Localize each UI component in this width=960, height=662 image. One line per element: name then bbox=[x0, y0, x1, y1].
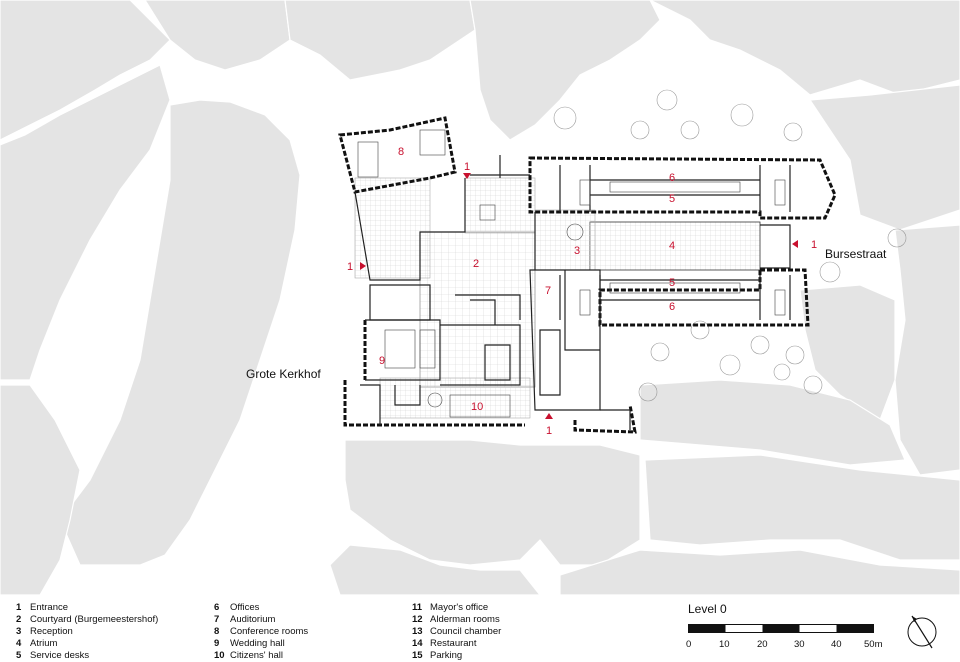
scale-tick-label: 40 bbox=[831, 639, 842, 650]
room-label-5: 5 bbox=[669, 277, 675, 289]
room-label-9: 9 bbox=[379, 355, 385, 367]
room-label-1: 1 bbox=[546, 425, 552, 437]
interior-walls bbox=[354, 155, 791, 430]
room-label-2: 2 bbox=[473, 258, 479, 270]
room-label-5: 5 bbox=[669, 193, 675, 205]
scale-bar bbox=[688, 624, 874, 633]
room-label-1: 1 bbox=[347, 261, 353, 273]
scale-tick-label: 20 bbox=[757, 639, 768, 650]
entrance-arrow-icon bbox=[792, 240, 798, 248]
level-indicator: Level 0 bbox=[688, 600, 727, 618]
north-arrow-icon bbox=[907, 615, 937, 649]
scale-tick-label: 30 bbox=[794, 639, 805, 650]
room-label-8: 8 bbox=[398, 146, 404, 158]
room-label-6: 6 bbox=[669, 172, 675, 184]
room-label-1: 1 bbox=[464, 161, 470, 173]
trees bbox=[553, 89, 907, 402]
entrance-arrow-icon bbox=[463, 173, 471, 179]
scale-tick-label: 50m bbox=[864, 639, 883, 650]
entrance-arrow-icon bbox=[360, 262, 366, 270]
street-label-grote-kerkhof: Grote Kerkhof bbox=[246, 367, 321, 381]
level-title: Level 0 bbox=[688, 602, 727, 616]
room-label-10: 10 bbox=[471, 401, 483, 413]
entrance-arrow-icon bbox=[545, 413, 553, 419]
room-label-7: 7 bbox=[545, 285, 551, 297]
scale-tick-label: 0 bbox=[686, 639, 692, 650]
street-label-bursestraat: Bursestraat bbox=[825, 247, 887, 261]
room-label-4: 4 bbox=[669, 240, 675, 252]
scale-tick-label: 10 bbox=[719, 639, 730, 650]
room-label-3: 3 bbox=[574, 245, 580, 257]
room-label-1: 1 bbox=[811, 239, 817, 251]
surrounding-buildings bbox=[0, 0, 960, 595]
floor-plan: 8 1 6 5 4 3 2 1 1 7 5 6 9 10 1 Grote Ker… bbox=[0, 0, 960, 595]
room-label-6: 6 bbox=[669, 301, 675, 313]
furniture bbox=[357, 129, 786, 418]
